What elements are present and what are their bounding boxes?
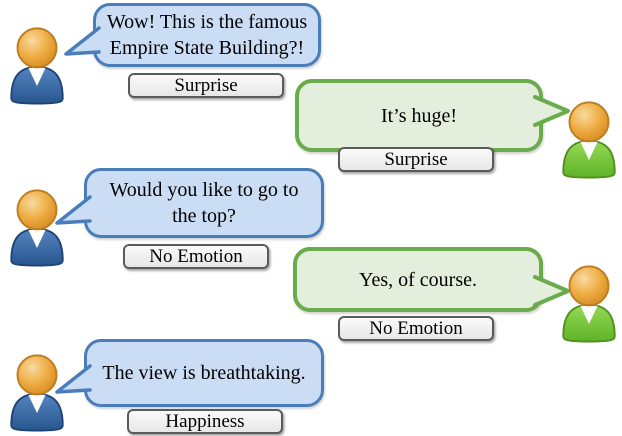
emotion-label-2: Surprise — [338, 147, 494, 172]
speaker-right-avatar — [556, 263, 622, 343]
utterance-text-line: Would you like to go to — [109, 179, 299, 201]
utterance-text-line: The view is breathtaking. — [102, 362, 306, 384]
emotion-label-3: No Emotion — [123, 244, 269, 269]
emotion-label-4: No Emotion — [338, 316, 494, 341]
bubble-tail-left — [55, 364, 92, 394]
utterance-text-line: Wow! This is the famous — [106, 11, 308, 33]
emotion-label-5: Happiness — [127, 409, 283, 434]
speech-bubble-1: Wow! This is the famous Empire State Bui… — [64, 3, 321, 67]
person-icon-green — [556, 99, 622, 179]
person-icon-green — [556, 263, 622, 343]
bubble-tail-left — [64, 26, 101, 56]
person-icon-blue — [4, 25, 70, 105]
speaker-left-avatar — [4, 25, 70, 105]
utterance-text-line: It’s huge! — [380, 104, 458, 127]
speech-bubble-4: Yes, of course. — [293, 247, 570, 312]
speech-bubble-3: Would you like to go to the top? — [55, 168, 324, 238]
utterance-text-line: the top? — [172, 205, 236, 227]
speaker-right-avatar — [556, 99, 622, 179]
bubble-tail-right — [533, 95, 570, 127]
utterance-text-line: Yes, of course. — [359, 268, 477, 291]
utterance-text-line: Empire State Building?! — [109, 37, 305, 59]
speech-bubble-2: It’s huge! — [295, 79, 570, 152]
bubble-tail-right — [533, 275, 570, 307]
speech-bubble-5: The view is breathtaking. — [55, 339, 324, 407]
bubble-tail-left — [55, 195, 92, 225]
emotion-label-1: Surprise — [128, 73, 284, 98]
